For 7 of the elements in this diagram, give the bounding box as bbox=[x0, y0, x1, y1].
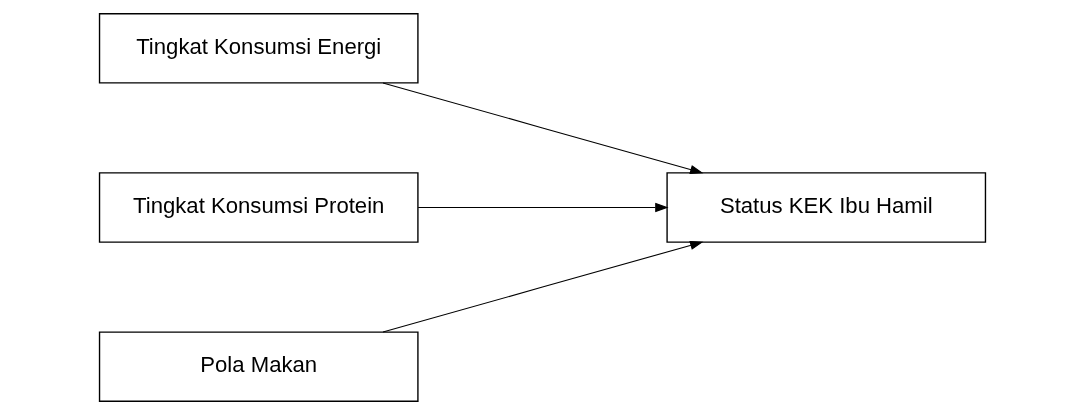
arrow bbox=[417, 202, 669, 213]
node-box: Pola Makan bbox=[98, 331, 419, 402]
node-box: Tingkat Konsumsi Energi bbox=[98, 13, 419, 84]
node-box: Status KEK Ibu Hamil bbox=[666, 172, 987, 243]
node-box: Tingkat Konsumsi Protein bbox=[98, 172, 419, 243]
arrow bbox=[382, 82, 704, 175]
arrow bbox=[382, 240, 704, 333]
